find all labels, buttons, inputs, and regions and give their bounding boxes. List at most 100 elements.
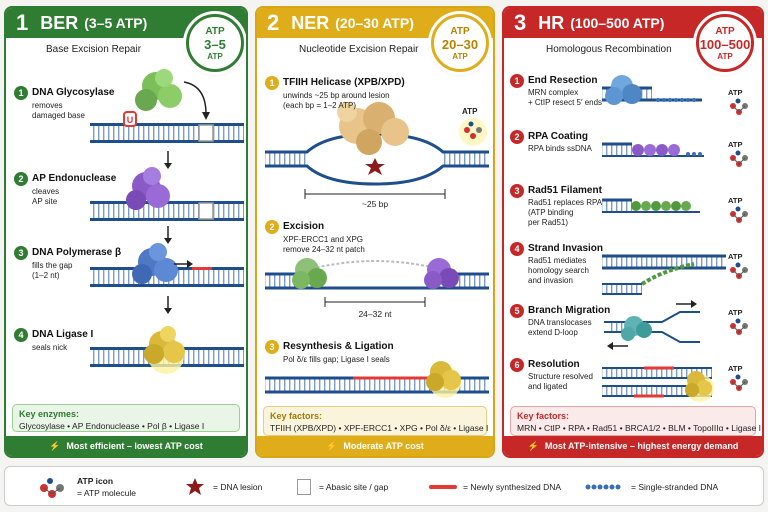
abasic-site-icon <box>198 202 214 220</box>
legend-atp-desc: = ATP molecule <box>77 488 136 498</box>
legend-lesion: = DNA lesion <box>185 467 262 507</box>
lightning-bolt-icon: ⚡ <box>326 440 338 451</box>
ligase-protein-icon <box>144 326 185 374</box>
hr-step-5-desc-line1: DNA translocases <box>528 318 592 327</box>
legend-abasic: = Abasic site / gap <box>297 467 388 507</box>
ber-step-3-desc-line2: (1–2 nt) <box>32 271 60 280</box>
hr-atp-icon-6 <box>729 374 749 392</box>
hr-atp-label-6: ATP <box>728 364 743 373</box>
hr-step-5-number: 5 <box>510 304 524 318</box>
hr-step-6-desc-line2: and ligated <box>528 382 568 391</box>
hr-atp-label-5: ATP <box>728 308 743 317</box>
hr-step-1-desc: MRN complex+ CtIP resect 5′ ends <box>528 88 602 108</box>
ber-step-4-desc: seals nick <box>32 343 68 352</box>
ber-step-1-number: 1 <box>14 86 28 100</box>
hr-key-factors: Key factors: MRN • CtIP • RPA • Rad51 • … <box>510 406 762 436</box>
hr-step-3-number: 3 <box>510 184 524 198</box>
tfiih-helicase-protein-icon <box>337 102 409 155</box>
ber-step-2-title: AP Endonuclease <box>32 173 117 184</box>
hr-step-4-number: 4 <box>510 242 524 256</box>
hr-number: 3 <box>514 10 527 35</box>
hr-atp-icon-3 <box>729 206 749 224</box>
hr-step-6-title: Resolution <box>528 359 580 370</box>
ner-efficiency-bar: ⚡ Moderate ATP cost <box>257 436 493 456</box>
hr-step-1-desc-line2: + CtIP resect 5′ ends <box>528 98 603 107</box>
ssdna-icon <box>585 484 621 490</box>
hr-step-1-title: End Resection <box>528 75 598 86</box>
ber-foot-bar-text: Most efficient – lowest ATP cost <box>66 441 203 451</box>
ner-key-factors: Key factors: TFIIH (XPB/XPD) • XPF-ERCC1… <box>263 406 489 436</box>
hr-illustration <box>602 75 749 402</box>
hr-step-3-desc-line1: Rad51 replaces RPA <box>528 198 603 207</box>
hr-subtitle: Homologous Recombination <box>546 44 672 55</box>
ber-step-2-desc-line1: cleaves <box>32 187 60 196</box>
hr-badge-line2: 100–500 <box>699 36 751 52</box>
ber-foot-title: Key enzymes: <box>19 409 80 419</box>
hr-step-3-title: Rad51 Filament <box>528 185 602 196</box>
ber-dna-2 <box>90 201 244 221</box>
hr-step-6-desc-line1: Structure resolved <box>528 372 593 381</box>
ber-badge-line1: ATP <box>205 25 225 37</box>
ner-step-3-number: 3 <box>265 340 279 354</box>
ner-badge-line3: ATP <box>452 51 468 61</box>
hr-badge-line1: ATP <box>715 25 735 37</box>
abasic-site-icon <box>297 479 311 495</box>
hr-panel: 3 HR (100–500 ATP) Homologous Recombinat… <box>502 6 764 458</box>
ner-step-3-title: Resynthesis & Ligation <box>283 341 394 352</box>
ber-number: 1 <box>16 10 29 35</box>
ber-step-3-title: DNA Polymerase β <box>32 247 122 258</box>
ner-badge-line1: ATP <box>450 25 470 37</box>
ber-step-4-number: 4 <box>14 328 28 342</box>
ner-step-3-desc: Pol δ/ε fills gap; Ligase I seals <box>283 355 390 364</box>
ber-efficiency-bar: ⚡ Most efficient – lowest ATP cost <box>6 436 246 456</box>
hr-atp-label-4: ATP <box>728 252 743 261</box>
legend-atp-title: ATP icon <box>77 476 114 486</box>
ner-atp-icon <box>459 118 487 146</box>
ssdna-tail-icon <box>656 98 696 102</box>
hr-step-4-desc-line3: and invasion <box>528 276 573 285</box>
hr-step-3-desc-line3: per Rad51) <box>528 218 569 227</box>
ber-step-3-number: 3 <box>14 246 28 260</box>
hr-step-1-desc-line1: MRN complex <box>528 88 579 97</box>
ner-number: 2 <box>267 10 280 35</box>
ner-panel: 2 NER (20–30 ATP) Nucleotide Excision Re… <box>255 6 495 458</box>
abasic-gap-icon <box>198 124 214 142</box>
new-dna-segment <box>192 267 212 270</box>
hr-range: (100–500 ATP) <box>570 15 665 31</box>
hr-atp-icon-2 <box>729 150 749 168</box>
ber-step-3-desc: fills the gap(1–2 nt) <box>32 261 72 281</box>
atp-molecule-icon <box>40 478 64 498</box>
hr-foot-bar-text: Most ATP-intensive – highest energy dema… <box>544 441 739 451</box>
hr-ligase-protein-icon <box>685 371 714 402</box>
ber-step-1-title: DNA Glycosylase <box>32 87 115 98</box>
hr-foot-list: MRN • CtIP • RPA • Rad51 • BRCA1/2 • BLM… <box>517 423 762 433</box>
polymerase-beta-protein-icon <box>132 243 178 284</box>
ber-title: BER <box>40 12 79 33</box>
hr-atp-label-3: ATP <box>728 196 743 205</box>
legend: ATP icon = ATP molecule = DNA lesion = A… <box>4 466 764 506</box>
glycosylase-protein-icon <box>135 69 182 111</box>
ner-range: (20–30 ATP) <box>335 15 414 31</box>
ner-foot-list: TFIIH (XPB/XPD) • XPF-ERCC1 • XPG • Pol … <box>270 423 489 433</box>
ner-foot-title: Key factors: <box>270 411 323 421</box>
hr-step-4-desc-line1: Rad51 mediates <box>528 256 587 265</box>
hr-step-5-desc-line2: extend D-loop <box>528 328 578 337</box>
ber-step-2-desc-line2: AP site <box>32 197 58 206</box>
ber-key-enzymes: Key enzymes: Glycosylase • AP Endonuclea… <box>12 404 240 432</box>
hr-atp-label-1: ATP <box>728 88 743 97</box>
ber-step-3-desc-line1: fills the gap <box>32 261 73 270</box>
legend-ssdna-text: = Single-stranded DNA <box>631 482 719 492</box>
ber-step-4-title: DNA Ligase I <box>32 329 94 340</box>
ner-step-1-desc-line2: (each bp = 1–2 ATP) <box>283 101 357 110</box>
hr-title: HR <box>538 12 565 33</box>
ner-step-2-desc-line1: XPF-ERCC1 and XPG <box>283 235 364 244</box>
hr-badge-line3: ATP <box>717 51 733 61</box>
hr-step-4-title: Strand Invasion <box>528 243 604 254</box>
hr-step-2-desc: RPA binds ssDNA <box>528 144 592 153</box>
ner-step-1-title: TFIIH Helicase (XPB/XPD) <box>283 77 405 88</box>
